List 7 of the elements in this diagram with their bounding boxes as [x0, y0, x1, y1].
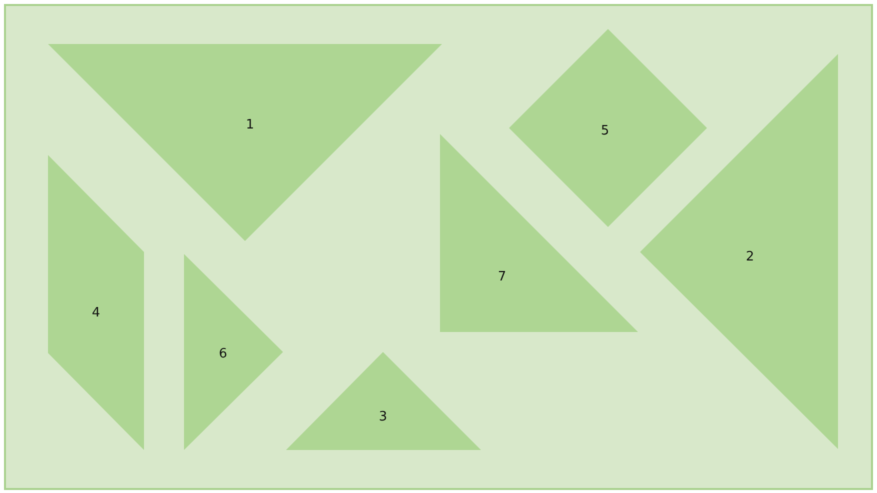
piece-number: 2: [746, 250, 754, 264]
piece-number: 4: [92, 306, 100, 320]
piece-number: 3: [378, 410, 388, 424]
piece-number: 6: [218, 346, 228, 362]
piece-number: 1: [246, 118, 254, 132]
piece-number: 5: [600, 124, 610, 138]
piece-number: 7: [498, 270, 506, 284]
